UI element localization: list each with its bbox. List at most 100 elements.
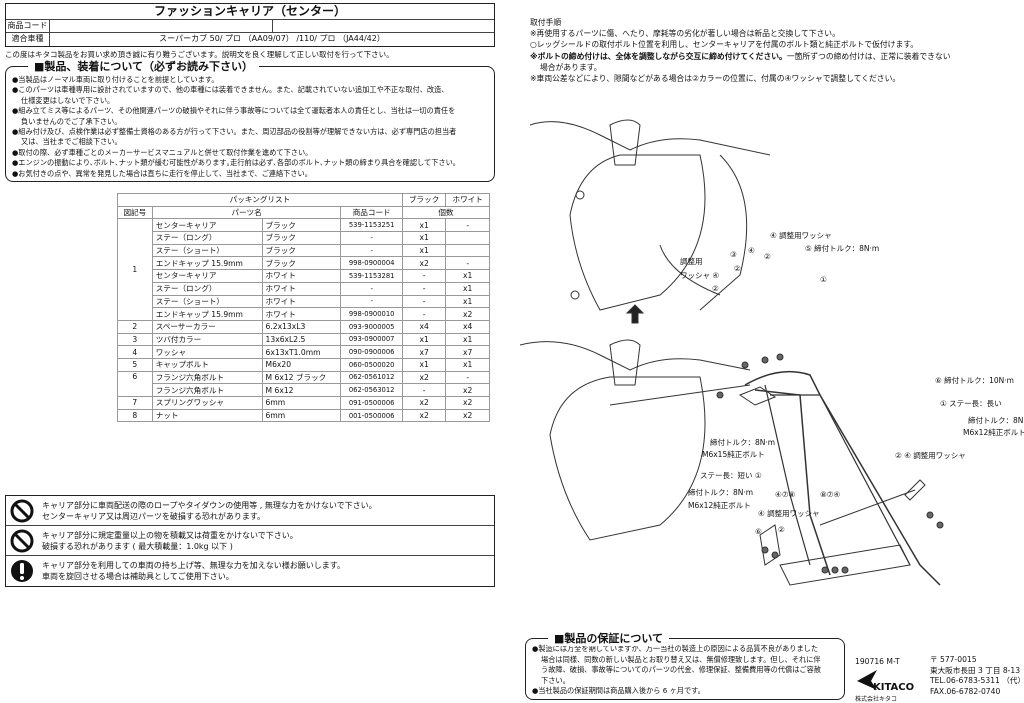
cell-name: スプリングワッシャ: [151, 396, 263, 410]
cell-qty-white: x1: [445, 332, 490, 347]
diagram-drawing: [519, 119, 944, 586]
diagram-label: ②: [778, 525, 785, 534]
prohibited-icon: [10, 529, 34, 552]
cell-qty-black: x1: [401, 218, 447, 233]
notice-item: ●組み付け及び、点検作業は必ず整備士資格のある方が行って下さい。また、周辺部品の…: [12, 127, 457, 137]
models-value: スーパーカブ 50/ プロ （AA09/07） /110/ プロ （JA44/4…: [159, 34, 385, 43]
diagram-label: 締付トルク：8N·m: [688, 488, 754, 497]
warranty-item: う故障、破損、事故等についてのパーツの代金、修理保証、整備費用等の代償はご容赦: [541, 665, 821, 675]
page-title: ファッションキャリア（センター）: [6, 4, 494, 20]
cell-code: 093-9000005: [340, 319, 403, 334]
notice-item: 負いませんのでご了承下さい。: [21, 116, 122, 126]
table-row: ステー（ショート）ホワイト--x1: [118, 294, 490, 309]
step-line: 一箇所ずつの締め付けは、正常に装着できない: [786, 51, 951, 61]
step-line: ※再使用するパーツに傷、へたり、摩耗等の劣化が著しい場合は新品と交換して下さい。: [530, 29, 840, 39]
cell-qty-black: x1: [401, 332, 447, 347]
step-bold: ※ボルトの締め付けは、全体を調整しながら交互に締め付けてください。: [530, 51, 787, 61]
notice-item: 仕様変更はしないで下さい。: [21, 95, 115, 105]
diagram-label: M6x12純正ボルト: [688, 501, 751, 510]
cell-qty-black: x4: [401, 319, 447, 334]
cell-qty-black: x2: [401, 256, 447, 271]
steps-title: 取付手順: [530, 18, 562, 27]
step-line: 場合があります。: [540, 62, 602, 72]
cell-qty-black: x2: [401, 396, 447, 410]
cell-code: -: [340, 294, 403, 309]
header-no: 図記号: [117, 205, 153, 220]
models-label: 適合車種: [6, 33, 50, 46]
cell-spec: 6.2x13xL3: [261, 319, 342, 334]
prohibited-icon: [10, 499, 34, 522]
cell-qty-black: x1: [401, 357, 447, 372]
diagram-label: M6x15純正ボルト: [702, 450, 765, 459]
cell-name: フランジ六角ボルト: [151, 370, 263, 385]
diagram-label: 締付トルク：8N·m: [710, 438, 776, 447]
cell-spec: 6x13xT1.0mm: [261, 345, 342, 359]
install-steps: 取付手順 ※再使用するパーツに傷、へたり、摩耗等の劣化が著しい場合は新品と交換し…: [530, 17, 951, 84]
cell-qty-black: x1: [401, 231, 447, 245]
intro-text: この度はキタコ製品をお買い求め頂き誠に有り難うございます。説明文を良く理解して正…: [5, 50, 394, 59]
cell-spec: ホワイト: [261, 294, 342, 309]
header-name: パーツ名: [151, 205, 342, 220]
warranty-item: ●当社製品の保証期間は商品購入後から 6 ヶ月です。: [532, 686, 705, 696]
cell-code: 093-0900007: [340, 332, 403, 347]
postal-code: 〒 577-0015: [930, 655, 977, 664]
cell-spec: M6x20: [261, 357, 342, 372]
warning-text: キャリア部分を利用しての車両の持ち上げ等、無理な力を加えない様お願いします。: [42, 561, 345, 570]
cell-qty-white: -: [445, 256, 490, 271]
cell-spec: ブラック: [261, 231, 342, 245]
cell-code: 090-0900006: [340, 345, 403, 359]
diagram-label: ⑤ 締付トルク：8N·m: [805, 244, 880, 253]
cell-qty-white: x1: [445, 357, 490, 372]
notice-item: ●このパーツは車種専用に設計されていますので、他の車種には装着できません。また、…: [12, 85, 449, 95]
cell-name: ツバ付カラー: [151, 332, 263, 347]
cell-name: エンドキャップ 15.9mm: [151, 256, 263, 271]
notice-item: ●取付の際、必ず車種ごとのメーカーサービスマニュアルと併せて取付作業を進めて下さ…: [12, 147, 313, 157]
table-row: ステー（ロング）ホワイト--x1: [118, 281, 490, 296]
notice-item: ●組み立てミス等によるパーツ、その他関連パーツの破損やそれに伴う事故等については…: [12, 106, 456, 116]
cell-qty-black: -: [401, 281, 447, 296]
warranty-item: 場合は同様、同数の新しい製品とお取り替え又は、無償修理致します。但し、それに伴: [541, 654, 821, 664]
product-code-value: [50, 20, 273, 32]
title-box: ファッションキャリア（センター） 商品コード 適合車種スーパーカブ 50/ プロ…: [5, 3, 495, 47]
cell-qty-black: -: [401, 383, 447, 397]
cell-qty-white: x4: [445, 319, 490, 334]
tel: TEL.06-6783-5311 （代）: [930, 676, 1024, 685]
notice-title: ■製品、装着について（必ずお読み下さい）: [28, 58, 260, 74]
cell-spec: ホワイト: [261, 307, 342, 321]
diagram-label: ワッシャ ④: [680, 271, 720, 280]
warning-text: キャリア部分に車両配送の際のロープやタイダウンの使用等 , 無理な力をかけないで…: [42, 500, 377, 510]
cell-code: -: [340, 231, 403, 245]
warnings-box: キャリア部分に車両配送の際のロープやタイダウンの使用等 , 無理な力をかけないで…: [5, 495, 495, 587]
warning-row: キャリア部分を利用しての車両の持ち上げ等、無理な力を加えない様お願いします。車両…: [6, 556, 494, 586]
diagram-label: ④ 調整用ワッシャ: [770, 231, 832, 240]
cell-qty-black: -: [401, 307, 447, 321]
cell-spec: ホワイト: [261, 269, 342, 283]
cell-qty-white: x2: [445, 408, 490, 423]
diagram-label: ④ 調整用ワッシャ: [758, 509, 820, 518]
cell-qty-black: x2: [401, 370, 447, 385]
diagram-label: ⑥: [755, 527, 762, 536]
cell-spec: 13x6xL2.5: [261, 332, 342, 347]
cell-no: 3: [117, 332, 153, 347]
step-line: ※車両公差などにより、隙間などがある場合は②カラーの位置に、付属の④ワッシャで調…: [530, 74, 901, 84]
diagram-label: ②: [712, 284, 719, 293]
diagram-label: ①: [820, 275, 827, 284]
col-black: ブラック: [401, 193, 447, 207]
diagram-label: ②: [764, 252, 771, 261]
warning-row: キャリア部分に車両配送の際のロープやタイダウンの使用等 , 無理な力をかけないで…: [6, 496, 494, 526]
cell-qty-black: -: [401, 294, 447, 309]
cell-no: 7: [117, 396, 153, 410]
diagram-label: ③: [730, 250, 737, 259]
cell-code: -: [340, 281, 403, 296]
company-contact: 〒 577-0015 東大阪市長田 3 丁目 8-13 TEL.06-6783-…: [930, 655, 1024, 697]
cell-qty-white: [445, 231, 490, 245]
cell-no: 8: [117, 408, 153, 423]
warning-text: センターキャリア又は周辺パーツを破損する恐れがあります。: [42, 511, 266, 521]
leg-shield: [569, 154, 706, 311]
